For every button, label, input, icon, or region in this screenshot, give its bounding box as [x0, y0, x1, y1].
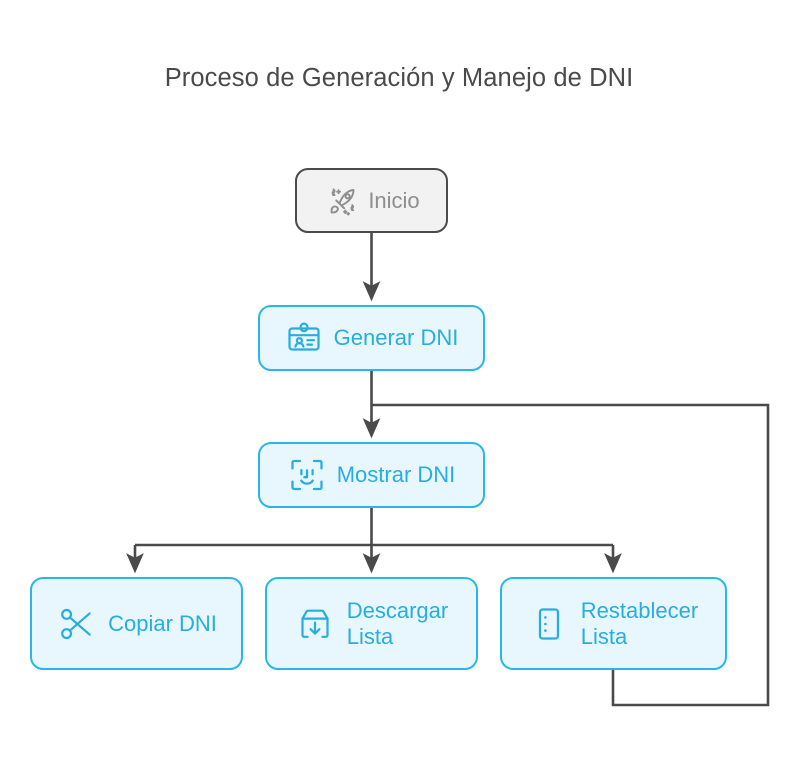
edge-mostrar-bus	[135, 508, 613, 547]
download-box-icon	[295, 604, 335, 644]
node-restablecer-lista[interactable]: Restablecer Lista	[500, 577, 727, 670]
node-copiar-dni-label: Copiar DNI	[108, 610, 217, 636]
scissors-icon	[56, 604, 96, 644]
node-inicio-label: Inicio	[368, 187, 420, 213]
node-descargar-lista[interactable]: Descargar Lista	[265, 577, 478, 670]
node-generar-dni[interactable]: Generar DNI	[258, 305, 485, 371]
node-generar-dni-label: Generar DNI	[333, 325, 459, 351]
node-restablecer-lista-label: Restablecer Lista	[580, 597, 699, 649]
node-inicio[interactable]: Inicio	[295, 168, 448, 233]
node-descargar-lista-label: Descargar Lista	[346, 597, 449, 649]
id-badge-icon	[285, 319, 323, 357]
node-mostrar-dni-label: Mostrar DNI	[336, 462, 456, 488]
rocket-sparkle-icon	[323, 183, 359, 219]
node-copiar-dni[interactable]: Copiar DNI	[30, 577, 243, 670]
node-mostrar-dni[interactable]: Mostrar DNI	[258, 442, 485, 508]
page-title: Proceso de Generación y Manejo de DNI	[164, 64, 634, 92]
face-scan-icon	[288, 456, 326, 494]
list-reset-icon	[529, 604, 569, 644]
